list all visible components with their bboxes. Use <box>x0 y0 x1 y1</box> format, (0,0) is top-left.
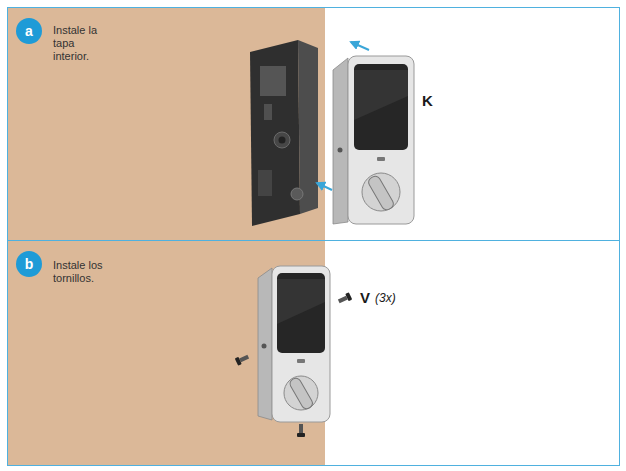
back-plate-detail <box>258 170 272 196</box>
step-panel: Instale los tornillos. b <box>7 240 620 466</box>
screw <box>297 424 305 437</box>
back-plate-detail <box>264 104 272 120</box>
step-instruction: Instale la tapa interior. <box>53 24 103 63</box>
status-light <box>377 157 385 161</box>
back-plate-detail <box>260 66 286 96</box>
step-badge: b <box>16 251 42 277</box>
step-badge: a <box>16 18 42 44</box>
direction-arrow <box>317 183 332 190</box>
status-light <box>297 359 305 363</box>
step-panel: Instale la tapa interior. a <box>7 7 620 241</box>
part-letter: K <box>422 92 433 109</box>
screw-hole <box>338 148 343 153</box>
step-letter: b <box>25 257 34 271</box>
keypad-reflection <box>354 70 408 120</box>
thumbturn <box>367 174 395 211</box>
screw-head <box>235 357 242 366</box>
back-plate-side <box>298 40 318 214</box>
screw <box>235 353 250 366</box>
spindle-hole <box>291 188 303 200</box>
lock-front <box>348 56 414 224</box>
thumbturn-rose <box>284 376 318 410</box>
part-letter: V <box>360 289 370 306</box>
back-plate-connector <box>274 132 290 148</box>
step-instruction: Instale los tornillos. <box>53 259 125 285</box>
screw-hole <box>262 344 267 349</box>
quantity-note: (3x) <box>375 291 396 305</box>
screw <box>337 292 352 305</box>
thumbturn <box>288 376 314 410</box>
lock-front <box>272 266 330 422</box>
lock-side <box>258 268 272 420</box>
screw-head <box>345 292 352 301</box>
keypad <box>277 273 325 353</box>
screw-shaft <box>299 424 303 433</box>
direction-arrow <box>351 42 369 50</box>
screw-head <box>297 433 305 437</box>
back-plate-connector <box>279 137 286 144</box>
screw-shaft <box>338 296 348 303</box>
lock-side <box>333 58 348 224</box>
keypad-reflection <box>277 279 325 324</box>
step-letter: a <box>25 24 33 38</box>
thumbturn-rose <box>362 173 400 211</box>
keypad <box>354 64 408 150</box>
screw-shaft <box>239 355 249 362</box>
